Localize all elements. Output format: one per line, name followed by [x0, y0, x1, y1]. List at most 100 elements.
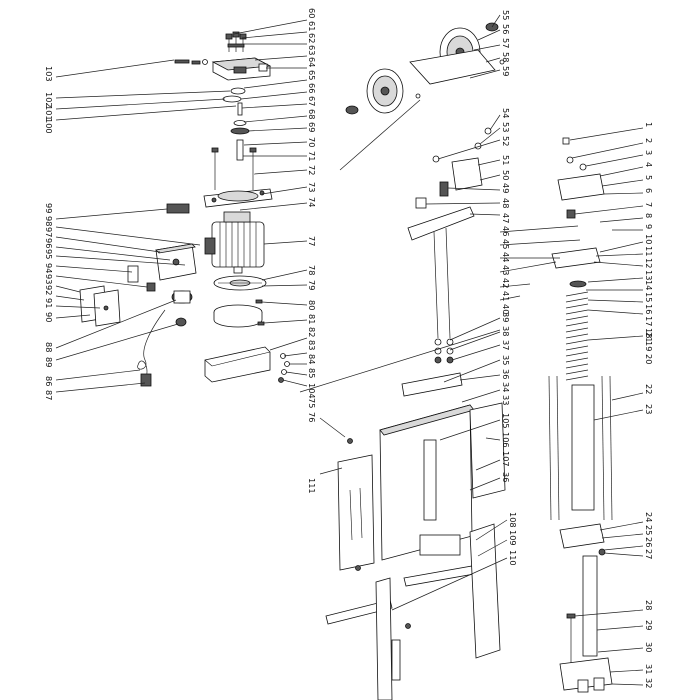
callout-43: 43: [501, 265, 511, 275]
callout-25: 25: [644, 525, 654, 535]
callout-36b: 36: [501, 472, 511, 482]
callout-22: 22: [644, 384, 654, 394]
callout-83: 83: [307, 340, 317, 350]
callout-62: 62: [307, 33, 317, 43]
callout-4: 4: [644, 162, 654, 167]
callout-66: 66: [307, 83, 317, 93]
callout-90: 90: [44, 312, 54, 322]
callout-89: 89: [44, 357, 54, 367]
callout-74: 74: [307, 197, 317, 207]
callout-27: 27: [644, 549, 654, 559]
callout-2: 2: [644, 138, 654, 143]
support-arm: [407, 206, 475, 241]
leader-lines: [55, 14, 644, 686]
cable-clip: [146, 282, 156, 292]
callout-67: 67: [307, 96, 317, 106]
ram-column: [548, 137, 613, 693]
callout-50: 50: [501, 170, 511, 180]
callout-91: 91: [44, 298, 54, 308]
callout-32: 32: [644, 678, 654, 688]
callout-111: 111: [307, 478, 317, 494]
threaded-rod-right: [445, 227, 451, 339]
terminal-covers: [79, 285, 121, 327]
cover-screws: [255, 299, 290, 383]
callout-110: 110: [508, 550, 518, 566]
callout-39: 39: [501, 312, 511, 322]
callout-36: 36: [501, 369, 511, 379]
control-box: [155, 243, 197, 281]
motor-assembly: [174, 31, 290, 383]
ram-foot-block: [559, 523, 605, 549]
callout-60: 60: [307, 8, 317, 18]
callout-103: 103: [44, 66, 54, 82]
callout-86: 86: [44, 376, 54, 386]
callout-57: 57: [501, 38, 511, 48]
shaft-stack: [222, 87, 250, 161]
callout-23: 23: [644, 404, 654, 414]
callout-109: 109: [508, 530, 518, 546]
callout-1: 1: [644, 122, 654, 127]
callout-99: 99: [44, 203, 54, 213]
long-screws: [211, 147, 257, 190]
callout-24: 24: [644, 512, 654, 522]
callout-34: 34: [501, 382, 511, 392]
callout-105: 105: [501, 413, 511, 429]
callout-28: 28: [644, 600, 654, 610]
callout-77: 77: [307, 236, 317, 246]
callout-49: 49: [501, 183, 511, 193]
cooling-fan: [213, 275, 267, 291]
callout-88: 88: [44, 342, 54, 352]
callout-8: 8: [644, 213, 654, 218]
main-frame: [325, 372, 506, 700]
callout-10: 10: [644, 234, 654, 244]
callout-70: 70: [307, 137, 317, 147]
center-bracket: [407, 127, 492, 384]
callout-41: 41: [501, 291, 511, 301]
callout-94: 94: [44, 263, 54, 273]
callout-80: 80: [307, 300, 317, 310]
callout-64: 64: [307, 57, 317, 67]
wheel-assembly: [345, 22, 505, 115]
callout-100: 100: [44, 118, 54, 134]
callout-69: 69: [307, 122, 317, 132]
callout-9: 9: [644, 224, 654, 229]
callout-5: 5: [644, 175, 654, 180]
callout-21: 21: [644, 332, 654, 342]
fan-cover: [213, 304, 263, 328]
callout-53: 53: [501, 122, 511, 132]
top-block: [557, 173, 605, 201]
guide-rod-2: [601, 375, 605, 521]
callout-20: 20: [644, 354, 654, 364]
ram-rod: [582, 555, 598, 657]
top-bolts: [225, 31, 247, 52]
rear-plate: [469, 402, 506, 499]
callout-29: 29: [644, 620, 654, 630]
callout-63: 63: [307, 45, 317, 55]
callout-44: 44: [501, 252, 511, 262]
callout-84: 84: [307, 354, 317, 364]
callout-19: 19: [644, 341, 654, 351]
callout-65: 65: [307, 70, 317, 80]
guide-rod-1: [548, 375, 552, 521]
callout-107: 107: [501, 451, 511, 467]
ram-tube: [571, 384, 595, 511]
callout-51: 51: [501, 155, 511, 165]
callout-79: 79: [307, 280, 317, 290]
lower-leg-left: [375, 577, 393, 700]
switch-small-parts: [174, 59, 208, 65]
callout-108: 108: [508, 512, 518, 528]
callout-11: 11: [644, 246, 654, 256]
spring-seat: [551, 247, 601, 269]
callout-95: 95: [44, 249, 54, 259]
cable-gland: [175, 317, 187, 327]
hub-cap-left: [345, 105, 359, 115]
callout-15: 15: [644, 292, 654, 302]
capacitor: [127, 265, 139, 283]
callout-47: 47: [501, 213, 511, 223]
callout-75: 75: [307, 398, 317, 408]
callout-16: 16: [644, 304, 654, 314]
lower-box: [419, 534, 461, 556]
callout-13: 13: [644, 270, 654, 280]
electric-motor: [204, 211, 265, 274]
